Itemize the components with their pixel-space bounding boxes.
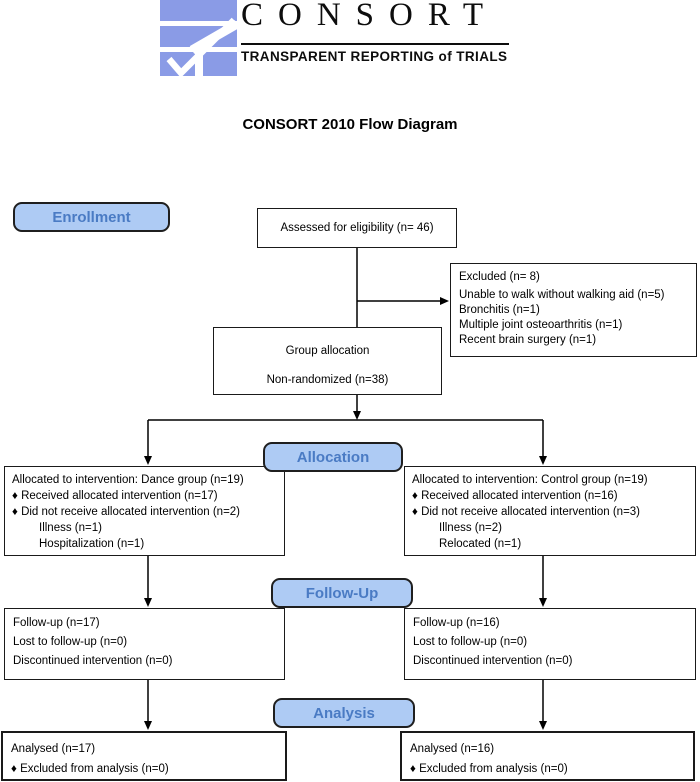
box-allocated-dance: Allocated to intervention: Dance group (… [4,466,285,556]
box-line: Non-randomized (n=38) [266,374,389,386]
box-line: Follow-up (n=17) [13,617,100,629]
consort-tagline: TRANSPARENT REPORTING of TRIALS [241,49,508,64]
box-line: Relocated (n=1) [439,538,522,550]
box-excluded: Excluded (n= 8) Unable to walk without w… [450,263,697,357]
box-line: Illness (n=1) [39,522,102,534]
box-line: Follow-up (n=16) [413,617,500,629]
box-line: ♦ Received allocated intervention (n=16) [412,490,618,502]
diagram-title: CONSORT 2010 Flow Diagram [242,116,458,133]
box-line: Multiple joint osteoarthritis (n=1) [459,319,623,331]
box-allocated-control: Allocated to intervention: Control group… [404,466,696,556]
consort-logo-mark-icon [160,0,237,76]
box-line: Analysed (n=17) [11,743,96,755]
box-line: ♦ Excluded from analysis (n=0) [410,763,568,775]
box-line: Discontinued intervention (n=0) [413,655,573,667]
box-line: ♦ Excluded from analysis (n=0) [11,763,169,775]
box-group-allocation: Group allocation Non-randomized (n=38) [213,327,442,395]
box-line: Discontinued intervention (n=0) [13,655,173,667]
stage-label-analysis: Analysis [273,698,415,728]
box-line: Illness (n=2) [439,522,502,534]
box-followup-control: Follow-up (n=16) Lost to follow-up (n=0)… [404,608,696,680]
box-analysed-control: Analysed (n=16) ♦ Excluded from analysis… [400,731,695,781]
box-line: Bronchitis (n=1) [459,304,540,316]
box-line: Lost to follow-up (n=0) [413,636,528,648]
stage-label-allocation: Allocation [263,442,403,472]
stage-label-followup: Follow-Up [271,578,413,608]
box-line: Analysed (n=16) [410,743,495,755]
stage-label-enrollment: Enrollment [13,202,170,232]
box-analysed-dance: Analysed (n=17) ♦ Excluded from analysis… [1,731,287,781]
box-line: ♦ Did not receive allocated intervention… [12,506,241,518]
box-line: Excluded (n= 8) [459,271,540,283]
box-line: Hospitalization (n=1) [39,538,145,550]
box-line: Group allocation [285,345,370,357]
box-line: Recent brain surgery (n=1) [459,334,597,346]
box-line: ♦ Did not receive allocated intervention… [412,506,641,518]
box-line: ♦ Received allocated intervention (n=17) [12,490,218,502]
box-line: Assessed for eligibility (n= 46) [280,222,434,234]
box-line: Allocated to intervention: Control group… [412,474,648,486]
box-line: Unable to walk without walking aid (n=5) [459,289,665,301]
box-line: Allocated to intervention: Dance group (… [12,474,244,486]
box-assessed-eligibility: Assessed for eligibility (n= 46) [257,208,457,248]
box-followup-dance: Follow-up (n=17) Lost to follow-up (n=0)… [4,608,285,680]
box-line: Lost to follow-up (n=0) [13,636,128,648]
consort-underline [241,43,509,45]
consort-wordmark: CONSORT [241,0,499,33]
